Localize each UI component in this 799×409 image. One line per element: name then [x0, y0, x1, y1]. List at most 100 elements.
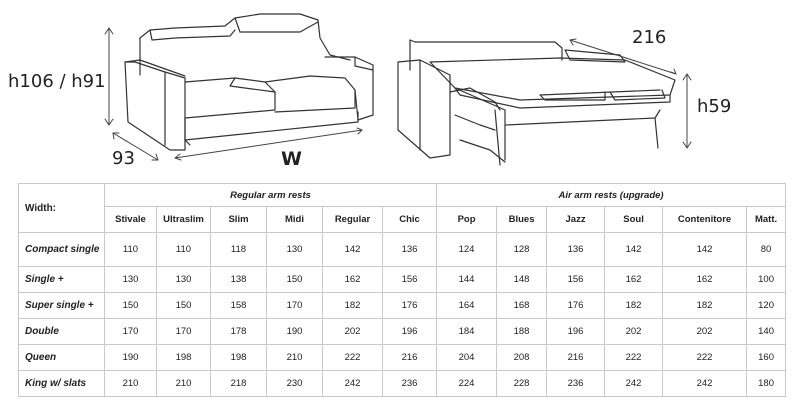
table-cell: 156 [381, 266, 438, 293]
table-cell: 164 [436, 292, 498, 319]
column-header: Soul [604, 206, 664, 233]
table-cell: 210 [156, 370, 211, 397]
table-cell: 142 [604, 232, 664, 267]
table-cell: 124 [436, 232, 498, 267]
table-cell: 80 [746, 232, 787, 267]
table-cell: 142 [322, 232, 383, 267]
table-cell: 228 [496, 370, 548, 397]
table-cell: 156 [546, 266, 606, 293]
sofa-line-art [104, 13, 692, 166]
size-table: Width: Regular arm rests Air arm rests (… [18, 183, 787, 397]
table-cell: 196 [381, 318, 438, 345]
table-cell: 118 [210, 232, 267, 267]
depth-dimension-label: 93 [112, 148, 135, 169]
table-cell: 180 [746, 370, 787, 397]
table-cell: 130 [266, 232, 323, 267]
table-cell: 176 [546, 292, 606, 319]
table-cell: 142 [662, 232, 748, 267]
table-cell: 202 [604, 318, 664, 345]
table-cell: 130 [104, 266, 157, 293]
table-cell: 176 [381, 292, 438, 319]
table-cell: 158 [210, 292, 267, 319]
row-label: King w/ slats [18, 370, 105, 397]
table-cell: 140 [746, 318, 787, 345]
table-cell: 162 [604, 266, 664, 293]
table-cell: 224 [436, 370, 498, 397]
table-cell: 202 [322, 318, 383, 345]
width-header: Width: [18, 183, 105, 233]
table-cell: 196 [546, 318, 606, 345]
table-cell: 216 [381, 344, 438, 371]
column-header: Ultraslim [156, 206, 211, 233]
table-cell: 136 [546, 232, 606, 267]
table-cell: 110 [104, 232, 157, 267]
table-cell: 100 [746, 266, 787, 293]
row-label: Double [18, 318, 105, 345]
table-cell: 170 [156, 318, 211, 345]
table-cell: 242 [604, 370, 664, 397]
table-cell: 218 [210, 370, 267, 397]
table-cell: 182 [604, 292, 664, 319]
table-cell: 170 [104, 318, 157, 345]
table-cell: 136 [381, 232, 438, 267]
height-dimension-label: h106 / h91 [8, 71, 106, 92]
column-header: Chic [381, 206, 438, 233]
table-cell: 182 [662, 292, 748, 319]
table-cell: 160 [746, 344, 787, 371]
column-header: Midi [266, 206, 323, 233]
column-header: Regular [322, 206, 383, 233]
table-cell: 110 [156, 232, 211, 267]
size-table-container: Width: Regular arm rests Air arm rests (… [18, 183, 787, 397]
row-label: Super single + [18, 292, 105, 319]
row-label: Compact single [18, 232, 105, 267]
table-cell: 170 [266, 292, 323, 319]
column-header: Slim [210, 206, 267, 233]
table-cell: 222 [662, 344, 748, 371]
row-label: Queen [18, 344, 105, 371]
table-cell: 128 [496, 232, 548, 267]
column-header: Matt. [746, 206, 787, 233]
group-header-regular: Regular arm rests [103, 183, 438, 207]
table-cell: 242 [322, 370, 383, 397]
table-cell: 236 [546, 370, 606, 397]
table-cell: 162 [662, 266, 748, 293]
table-cell: 162 [322, 266, 383, 293]
table-cell: 150 [266, 266, 323, 293]
column-header: Jazz [546, 206, 606, 233]
table-cell: 120 [746, 292, 787, 319]
table-cell: 168 [496, 292, 548, 319]
table-cell: 230 [266, 370, 323, 397]
table-cell: 130 [156, 266, 211, 293]
group-header-air: Air arm rests (upgrade) [436, 183, 787, 207]
table-cell: 150 [104, 292, 157, 319]
table-cell: 222 [322, 344, 383, 371]
table-cell: 198 [156, 344, 211, 371]
table-cell: 138 [210, 266, 267, 293]
table-cell: 184 [436, 318, 498, 345]
table-cell: 182 [322, 292, 383, 319]
column-header: Pop [436, 206, 498, 233]
table-cell: 242 [662, 370, 748, 397]
table-cell: 190 [266, 318, 323, 345]
sofa-bed-open-illustration [397, 39, 676, 166]
table-cell: 208 [496, 344, 548, 371]
column-header: Blues [496, 206, 548, 233]
table-cell: 210 [104, 370, 157, 397]
table-cell: 210 [266, 344, 323, 371]
table-cell: 202 [662, 318, 748, 345]
bed-length-dimension-label: 216 [632, 27, 667, 48]
column-header: Contenitore [662, 206, 748, 233]
row-label: Single + [18, 266, 105, 293]
table-cell: 178 [210, 318, 267, 345]
table-cell: 236 [381, 370, 438, 397]
table-cell: 190 [104, 344, 157, 371]
width-dimension-label: W [281, 148, 302, 170]
